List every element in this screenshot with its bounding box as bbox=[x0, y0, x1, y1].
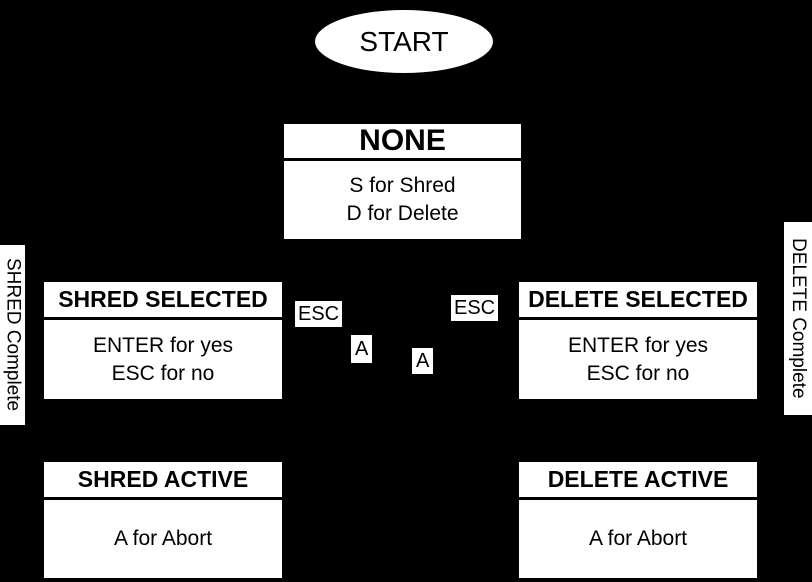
delete-active-node: DELETE ACTIVE A for Abort bbox=[519, 462, 757, 578]
delete-active-line-1: A for Abort bbox=[588, 527, 688, 550]
none-node-body: S for Shred D for Delete bbox=[284, 161, 521, 239]
delete-active-body: A for Abort bbox=[519, 500, 757, 578]
delete-selected-body: ENTER for yes ESC for no bbox=[519, 320, 757, 399]
shred-selected-body: ENTER for yes ESC for no bbox=[44, 320, 282, 399]
shred-selected-node: SHRED SELECTED ENTER for yes ESC for no bbox=[44, 282, 282, 399]
none-node-title: NONE bbox=[284, 124, 521, 161]
edge-label-abort-right: A bbox=[412, 348, 434, 374]
delete-selected-line-1: ENTER for yes bbox=[567, 333, 709, 357]
shred-active-line-1: A for Abort bbox=[113, 527, 213, 550]
shred-selected-title: SHRED SELECTED bbox=[44, 282, 282, 320]
shred-active-title: SHRED ACTIVE bbox=[44, 462, 282, 500]
edge-label-shred-complete: SHRED Complete bbox=[0, 245, 25, 425]
edge-label-esc-right: ESC bbox=[451, 295, 499, 321]
start-node-label: START bbox=[359, 25, 449, 57]
edge-label-abort-left: A bbox=[351, 335, 373, 363]
none-node: NONE S for Shred D for Delete bbox=[284, 124, 521, 239]
delete-selected-line-2: ESC for no bbox=[586, 361, 690, 385]
delete-selected-node: DELETE SELECTED ENTER for yes ESC for no bbox=[519, 282, 757, 399]
start-node: START bbox=[315, 10, 493, 73]
edge-label-esc-left: ESC bbox=[295, 301, 343, 327]
edge-label-delete-complete: DELETE Complete bbox=[784, 222, 812, 415]
shred-selected-line-1: ENTER for yes bbox=[92, 333, 234, 357]
shred-selected-line-2: ESC for no bbox=[111, 361, 215, 385]
none-node-line-1: S for Shred bbox=[349, 174, 456, 197]
delete-active-title: DELETE ACTIVE bbox=[519, 462, 757, 500]
shred-active-body: A for Abort bbox=[44, 500, 282, 578]
none-node-line-2: D for Delete bbox=[346, 202, 459, 225]
shred-active-node: SHRED ACTIVE A for Abort bbox=[44, 462, 282, 578]
delete-selected-title: DELETE SELECTED bbox=[519, 282, 757, 320]
